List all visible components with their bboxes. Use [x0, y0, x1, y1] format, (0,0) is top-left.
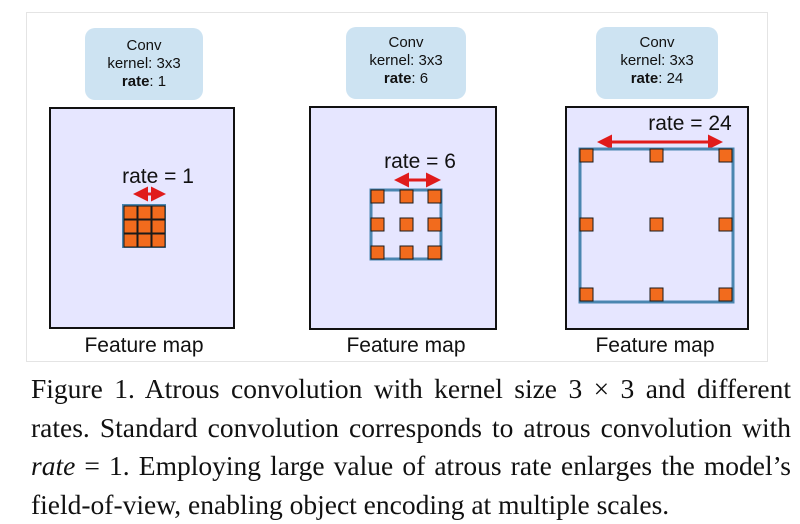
kernel-line: kernel: 3x3	[369, 52, 442, 69]
caption-label: Figure 1.	[31, 373, 135, 404]
kernel-cell	[137, 233, 152, 248]
kernel-cell	[649, 148, 664, 163]
kernel-cell	[579, 217, 594, 232]
caption-math-eq: = 1	[75, 450, 123, 481]
kernel-cell	[649, 217, 664, 232]
kernel-cell	[427, 189, 442, 204]
rate-key: rate	[384, 70, 412, 87]
kernel-cell	[123, 233, 138, 248]
kernel-cell	[151, 233, 166, 248]
kernel-cell	[370, 189, 385, 204]
dense-kernel	[122, 204, 166, 248]
kernel-cell	[579, 287, 594, 302]
atrous-diagram: Conv kernel: 3x3 rate: 1 rate = 1 Featur…	[49, 27, 749, 357]
panel-rate-1: Conv kernel: 3x3 rate: 1 rate = 1 Featur…	[49, 28, 235, 357]
feature-map-label: Feature map	[84, 334, 203, 357]
figure-caption: Figure 1. Atrous convolution with kernel…	[31, 370, 791, 524]
rate-value: : 6	[411, 70, 428, 87]
kernel-cell	[399, 189, 414, 204]
rate-value: : 1	[149, 73, 166, 90]
feature-map-label: Feature map	[595, 334, 714, 357]
kernel-cell	[151, 219, 166, 234]
rate-line: rate: 24	[631, 70, 684, 87]
conv-title: Conv	[126, 37, 162, 54]
rate-label: rate = 1	[122, 165, 194, 188]
figure-frame	[26, 12, 768, 362]
kernel-cell	[137, 219, 152, 234]
kernel-cell	[649, 287, 664, 302]
caption-text-2: and different rates. Standard convolutio…	[31, 373, 792, 443]
panel-rate-24: Conv kernel: 3x3 rate: 24 rate = 24 Feat…	[565, 27, 749, 357]
kernel-cell	[370, 217, 385, 232]
kernel-cell	[427, 245, 442, 260]
rate-value: : 24	[658, 70, 683, 87]
rate-key: rate	[631, 70, 659, 87]
caption-math-size: 3 × 3	[568, 373, 635, 404]
rate-line: rate: 6	[384, 70, 428, 87]
kernel-cell	[123, 219, 138, 234]
sparse-kernel	[370, 189, 442, 260]
kernel-cell	[123, 205, 138, 220]
kernel-cell	[399, 217, 414, 232]
sparse-kernel	[579, 148, 733, 302]
kernel-cell	[718, 148, 733, 163]
kernel-cell	[370, 245, 385, 260]
caption-text-1: Atrous convolution with kernel size	[144, 373, 558, 404]
conv-title: Conv	[639, 34, 675, 51]
kernel-cell	[399, 245, 414, 260]
rate-label: rate = 6	[384, 150, 456, 173]
conv-info-box	[346, 27, 466, 99]
rate-key: rate	[122, 73, 150, 90]
caption-text-3: . Employing large value of atrous rate e…	[31, 450, 791, 520]
kernel-line: kernel: 3x3	[107, 55, 180, 72]
caption-math-rate: rate	[31, 450, 76, 481]
feature-map-label: Feature map	[346, 334, 465, 357]
conv-info-box	[85, 28, 203, 100]
kernel-cell	[427, 217, 442, 232]
panel-rate-6: Conv kernel: 3x3 rate: 6 rate = 6 Featur…	[309, 27, 497, 357]
conv-title: Conv	[388, 34, 424, 51]
kernel-cell	[718, 287, 733, 302]
kernel-cell	[137, 205, 152, 220]
kernel-cell	[579, 148, 594, 163]
conv-info-box	[596, 27, 718, 99]
kernel-cell	[151, 205, 166, 220]
rate-line: rate: 1	[122, 73, 166, 90]
kernel-cell	[718, 217, 733, 232]
kernel-line: kernel: 3x3	[620, 52, 693, 69]
rate-label: rate = 24	[648, 112, 732, 135]
